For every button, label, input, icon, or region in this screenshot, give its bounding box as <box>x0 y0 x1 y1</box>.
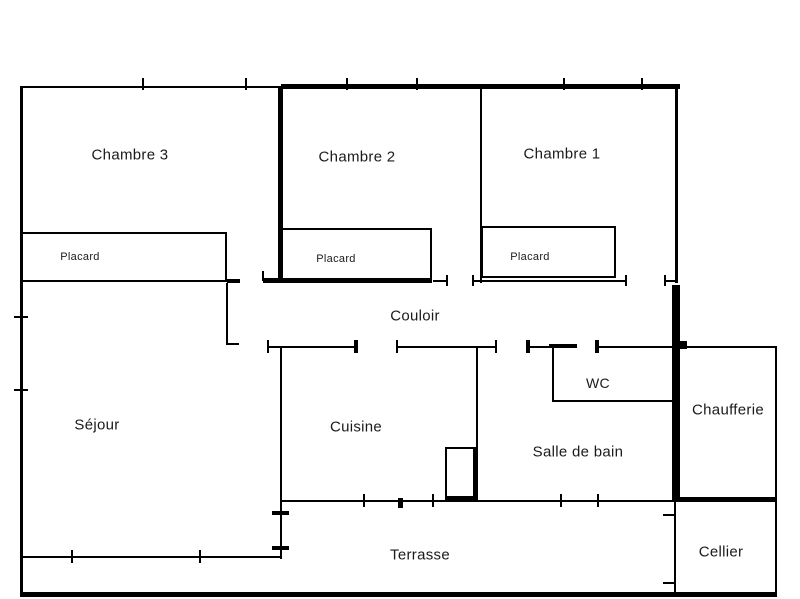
wall-chaufferie-right <box>775 346 777 502</box>
terrasse-top-tick-598 <box>597 494 599 507</box>
placard-chambre3-box <box>20 232 227 282</box>
placard-chambre3-door-jamb <box>227 279 240 283</box>
couloir-top-tick-627 <box>625 275 627 286</box>
couloir-bottom-tick-529 <box>526 340 530 353</box>
couloir-bottom-seg-268 <box>268 346 356 348</box>
top-wall-tick-6 <box>641 78 643 90</box>
room-label-placard-chambre-2: Placard <box>316 253 356 265</box>
couloir-top-seg-473 <box>473 280 627 282</box>
placard-chambre1-box <box>481 226 616 278</box>
sejour-bottom-tick-72 <box>71 550 73 563</box>
wall-sejour-bottom <box>20 556 281 558</box>
couloir-bottom-tick-497 <box>495 340 497 353</box>
room-label-sejour: Séjour <box>74 416 120 434</box>
cuisine-wall-tick-512 <box>272 511 289 515</box>
wall-exterior-right-upper <box>675 86 678 283</box>
room-label-chambre-1: Chambre 1 <box>523 145 601 163</box>
couloir-bottom-thick-549 <box>549 344 577 348</box>
left-wall-tick-1 <box>14 316 28 318</box>
room-label-wc: WC <box>586 375 610 391</box>
couloir-bottom-seg-398 <box>397 346 497 348</box>
room-label-chambre-2: Chambre 2 <box>318 148 396 166</box>
couloir-top-tick-666 <box>664 275 666 286</box>
couloir-bottom-tick-597 <box>595 340 599 353</box>
sejour-bottom-tick-200 <box>199 550 201 563</box>
left-wall-tick-2 <box>14 389 28 391</box>
wall-cellier-right <box>775 502 777 592</box>
couloir-top-seg-433 <box>433 280 448 282</box>
wall-cellier-left <box>674 502 676 593</box>
room-label-cellier: Cellier <box>698 543 744 561</box>
couloir-top-tick-448 <box>446 275 448 286</box>
terrasse-top-tick-364 <box>363 494 365 507</box>
wall-chaufferie-top <box>680 346 777 348</box>
room-label-couloir: Couloir <box>390 307 440 325</box>
wall-terrasse-top <box>280 500 675 502</box>
wall-exterior-left <box>20 86 23 597</box>
wall-chambre3-chambre2 <box>278 86 283 283</box>
room-label-placard-chambre-1: Placard <box>510 251 550 263</box>
room-label-placard-chambre-3: Placard <box>60 251 100 263</box>
wall-sejour-couloir <box>226 283 228 345</box>
couloir-top-tick-473 <box>472 275 474 286</box>
room-label-cuisine: Cuisine <box>329 418 383 436</box>
cellier-wall-tick-584 <box>663 582 675 584</box>
couloir-top-wall-thick <box>263 278 432 283</box>
terrasse-top-jamb-400 <box>398 498 403 508</box>
wall-chambre2-chambre1 <box>480 89 482 283</box>
wall-exterior-top-right <box>281 84 680 89</box>
couloir-bottom-tick-398 <box>396 340 398 353</box>
couloir-bottom-tick-356 <box>354 340 358 353</box>
couloir-top-seg-666 <box>665 280 677 282</box>
top-wall-tick-5 <box>563 78 565 90</box>
wall-cuisine-sdb-divider <box>476 346 478 448</box>
cellier-wall-tick-516 <box>663 514 675 516</box>
wall-right-thick-nub <box>680 341 687 349</box>
couloir-bottom-seg-597 <box>596 346 674 348</box>
wall-wc-left <box>552 346 554 402</box>
cuisine-wall-tick-547 <box>272 546 289 550</box>
room-label-terrasse: Terrasse <box>390 546 450 564</box>
wall-exterior-bottom <box>20 592 777 597</box>
top-wall-tick-4 <box>416 78 418 90</box>
room-label-salle-de-bain: Salle de bain <box>532 443 624 461</box>
wall-chaufferie-bottom-thick <box>675 497 777 502</box>
top-wall-tick-3 <box>346 78 348 90</box>
couloir-top-tick-263 <box>262 271 264 281</box>
placard-chambre2-box <box>281 228 432 280</box>
wall-wc-bottom <box>552 400 674 402</box>
wall-exterior-top-left <box>20 86 284 88</box>
terrasse-top-tick-561 <box>560 494 562 507</box>
wall-sejour-couloir-end-tick <box>226 343 239 345</box>
top-wall-tick-2 <box>245 78 247 90</box>
room-label-chambre-3: Chambre 3 <box>91 146 169 164</box>
couloir-bottom-tick-268 <box>267 340 269 353</box>
terrasse-top-tick-433 <box>432 494 434 507</box>
room-label-chaufferie: Chaufferie <box>692 401 764 419</box>
sdb-fixture-box <box>445 447 478 501</box>
wall-exterior-right-thick <box>672 285 680 502</box>
top-wall-tick-1 <box>142 78 144 90</box>
wall-cuisine-left <box>280 346 282 559</box>
